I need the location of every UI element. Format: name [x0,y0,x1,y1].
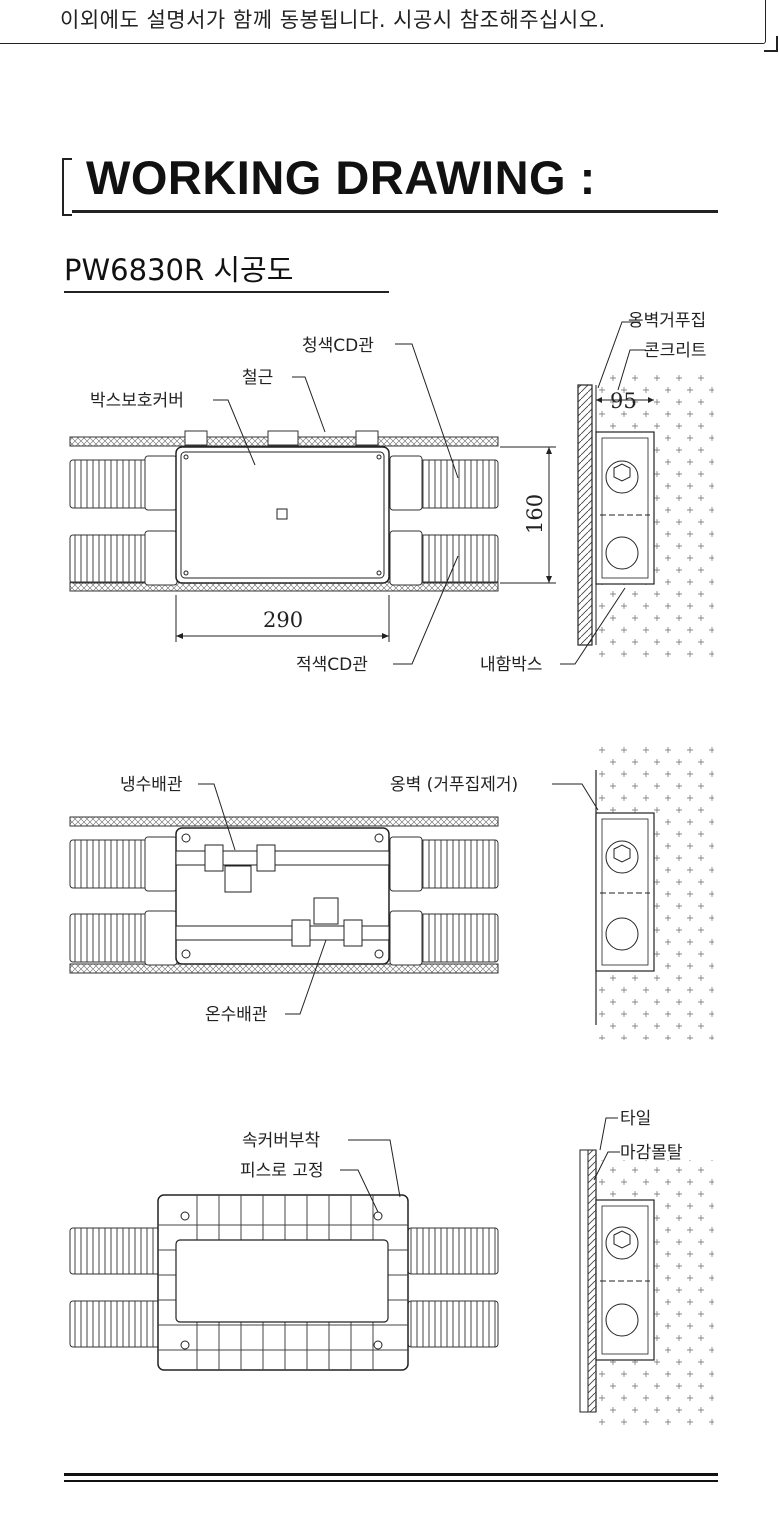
pipe-right-bottom [419,534,499,584]
notice-text: 이외에도 설명서가 함께 동봉됩니다. 시공시 참조해주십시오. [60,8,606,32]
section-title: WORKING DRAWING : [86,151,596,204]
tile-layer [579,1149,589,1413]
bottom-rule-secondary [64,1480,718,1482]
diagram3-front-view: 속커버부착 피스로 고정 [69,1131,499,1371]
label-cold-pipe: 냉수배관 [120,775,183,795]
label-concrete: 콘크리트 [644,341,707,361]
bottom-rule [64,1473,718,1476]
dim-height: 160 [523,494,547,534]
label-tile: 타일 [620,1109,651,1129]
label-inner-box: 내함박스 [480,655,543,675]
label-wall-formwork-removed: 옹벽 (거푸집제거) [390,775,518,795]
inner-cover-opening [175,1239,389,1323]
diagram3-side-view: 타일 마감몰탈 [579,1109,714,1425]
label-blue-cd-pipe: 청색CD관 [302,336,374,356]
title-underline [72,210,718,213]
subtitle-underline [64,291,389,293]
title-bracket [62,158,64,216]
notice-bracket [764,36,778,52]
diagram1-side-view: 95 옹벽거푸집 콘크리트 내함박스 [480,311,714,675]
label-inner-cover-attach: 속커버부착 [242,1131,321,1151]
dim-depth: 95 [610,389,637,413]
pipe-left-bottom [69,534,151,584]
label-hot-pipe: 온수배관 [205,1005,268,1025]
label-rebar: 철근 [242,368,273,388]
notice-box [0,0,766,44]
label-screw-fix: 피스로 고정 [240,1161,324,1181]
formwork [577,384,593,646]
label-red-cd-pipe: 적색CD관 [296,655,368,675]
title-bracket-bottom [62,214,72,216]
pipe-left-top [69,459,151,509]
label-box-cover: 박스보호커버 [90,391,184,411]
drawing-subtitle: PW6830R 시공도 [64,253,294,287]
label-finish-mortar: 마감몰탈 [620,1143,683,1163]
pipe-right-top [419,459,499,509]
dim-width: 290 [263,608,303,632]
mortar-layer [587,1149,597,1413]
title-bracket-top [62,158,72,160]
diagram2-front-view: 냉수배관 온수배관 [69,775,499,1025]
label-wall-formwork: 옹벽거푸집 [628,311,706,331]
diagram2-side-view: 옹벽 (거푸집제거) [390,745,714,1040]
diagram1-front-view: 290 160 청색CD관 철근 박스보호커버 적색CD관 [69,336,556,675]
